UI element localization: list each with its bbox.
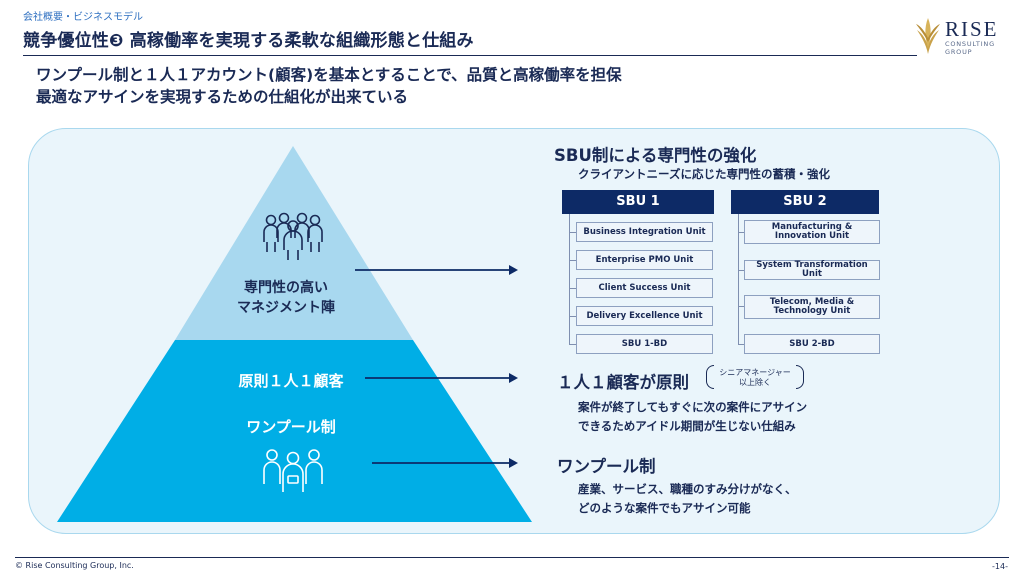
logo-subtitle-2: GROUP bbox=[945, 48, 973, 56]
arrow-to-one-client bbox=[365, 373, 518, 383]
breadcrumb: 会社概要・ビジネスモデル bbox=[23, 12, 143, 23]
footer-divider bbox=[15, 557, 1009, 558]
sbu1-unit: Enterprise PMO Unit bbox=[576, 250, 713, 270]
sbu1-unit: SBU 1-BD bbox=[576, 334, 713, 354]
sbu2-unit: Manufacturing & Innovation Unit bbox=[744, 220, 880, 244]
lead-line-1: ワンプール制と１人１アカウント(顧客)を基本とすることで、品質と高稼働率を担保 bbox=[36, 66, 622, 84]
sbu1-connector bbox=[569, 214, 570, 344]
page-title: 競争優位性❸ 高稼働率を実現する柔軟な組織形態と仕組み bbox=[23, 31, 474, 51]
sbu1-tick bbox=[569, 288, 576, 289]
sbu2-unit: Telecom, Media & Technology Unit bbox=[744, 295, 880, 319]
sbu1-unit: Client Success Unit bbox=[576, 278, 713, 298]
sbu2-tick bbox=[738, 344, 744, 345]
pyramid-middle-label: 原則１人１顧客 bbox=[238, 372, 344, 390]
sbu-heading: SBU制による専門性の強化 bbox=[554, 146, 757, 165]
one-pool-heading: ワンプール制 bbox=[557, 457, 656, 476]
pyramid-top-tier bbox=[175, 146, 413, 340]
title-divider bbox=[23, 55, 917, 56]
logo-leaf-icon bbox=[916, 18, 940, 54]
note-line-2: 以上除く bbox=[739, 378, 771, 387]
pyramid-top-label-line-1: 専門性の高い bbox=[244, 280, 328, 296]
sbu2-tick bbox=[738, 232, 744, 233]
sbu1-header: SBU 1 bbox=[562, 190, 714, 214]
one-pool-desc-line-2: どのような案件でもアサイン可能 bbox=[578, 501, 751, 515]
lead-line-2: 最適なアサインを実現するための仕組化が出来ている bbox=[36, 88, 409, 106]
one-client-heading: １人１顧客が原則 bbox=[557, 373, 689, 392]
sbu1-unit: Business Integration Unit bbox=[576, 222, 713, 242]
sbu2-unit: System Transformation Unit bbox=[744, 260, 880, 280]
pyramid-bottom-label: ワンプール制 bbox=[246, 418, 336, 436]
sbu2-header: SBU 2 bbox=[731, 190, 879, 214]
logo: RISE CONSULTING GROUP bbox=[915, 16, 1011, 56]
one-client-desc-line-1: 案件が終了してもすぐに次の案件にアサイン bbox=[578, 400, 808, 414]
sbu2-tick bbox=[738, 270, 744, 271]
sbu1-tick bbox=[569, 344, 576, 345]
one-client-description: 案件が終了してもすぐに次の案件にアサイン できるためアイドル期間が生じない仕組み bbox=[578, 398, 807, 436]
sbu1-tick bbox=[569, 260, 576, 261]
copyright: © Rise Consulting Group, Inc. bbox=[15, 561, 134, 570]
one-pool-desc-line-1: 産業、サービス、職種のすみ分けがなく、 bbox=[578, 482, 797, 496]
sbu2-tick bbox=[738, 306, 744, 307]
sbu1-tick bbox=[569, 316, 576, 317]
pyramid-top-label: 専門性の高い マネジメント陣 bbox=[216, 278, 356, 318]
note-line-1: シニアマネージャー bbox=[719, 368, 791, 377]
logo-wordmark: RISE bbox=[945, 17, 999, 41]
arrow-to-one-pool bbox=[372, 458, 518, 468]
sbu-subheading: クライアントニーズに応じた専門性の蓄積・強化 bbox=[578, 167, 830, 181]
logo-subtitle: CONSULTING bbox=[945, 40, 995, 48]
arrow-to-sbu bbox=[355, 265, 518, 275]
group-of-people-icon bbox=[263, 212, 323, 260]
one-client-note: シニアマネージャー 以上除く bbox=[706, 365, 804, 389]
one-client-desc-line-2: できるためアイドル期間が生じない仕組み bbox=[578, 419, 796, 433]
pyramid-top-label-line-2: マネジメント陣 bbox=[237, 300, 335, 316]
sbu2-unit: SBU 2-BD bbox=[744, 334, 880, 354]
one-pool-description: 産業、サービス、職種のすみ分けがなく、 どのような案件でもアサイン可能 bbox=[578, 480, 797, 518]
sbu1-tick bbox=[569, 232, 576, 233]
lead-text: ワンプール制と１人１アカウント(顧客)を基本とすることで、品質と高稼働率を担保 … bbox=[36, 64, 622, 108]
sbu1-unit: Delivery Excellence Unit bbox=[576, 306, 713, 326]
pyramid-base-tier bbox=[57, 340, 532, 522]
sbu2-connector bbox=[738, 214, 739, 344]
page-number: -14- bbox=[992, 562, 1008, 571]
team-icon bbox=[263, 449, 323, 492]
